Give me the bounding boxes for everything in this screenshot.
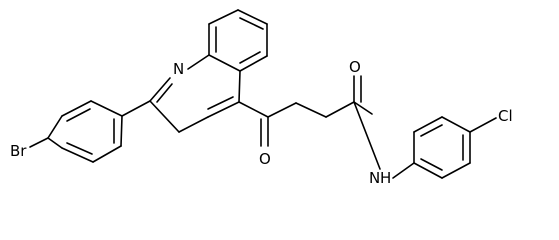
bromophenyl-ring xyxy=(47,100,123,163)
aryl-quinoline-bond xyxy=(121,100,151,117)
quinoline-pyridine-ring xyxy=(149,54,241,133)
carbonyl2-o-label: O xyxy=(349,58,361,76)
carbonyl1-n-bond xyxy=(267,102,297,118)
br-label: Br xyxy=(10,142,27,160)
nh-h-label: H xyxy=(380,169,391,187)
cl-bond xyxy=(469,117,497,133)
nh-n-label: N xyxy=(369,169,380,187)
c4-carbonyl-bond xyxy=(238,101,269,118)
cl-label: Cl xyxy=(498,107,513,125)
br-bond xyxy=(29,137,49,148)
chlorophenyl-ring xyxy=(413,116,471,179)
carbonyl2-nh-bond xyxy=(353,101,373,115)
quinoline-n-label: N xyxy=(173,60,184,78)
molecule-structure: Br N O O N H xyxy=(10,9,513,187)
n-carbonyl2-bond xyxy=(325,101,355,118)
carbonyl1-o-label: O xyxy=(259,150,271,168)
nh-aryl-bond xyxy=(392,162,415,179)
n-n-bond xyxy=(295,102,327,118)
carbonyl2-to-nh-bond xyxy=(353,101,381,170)
quinoline-benzo-ring xyxy=(208,9,268,72)
